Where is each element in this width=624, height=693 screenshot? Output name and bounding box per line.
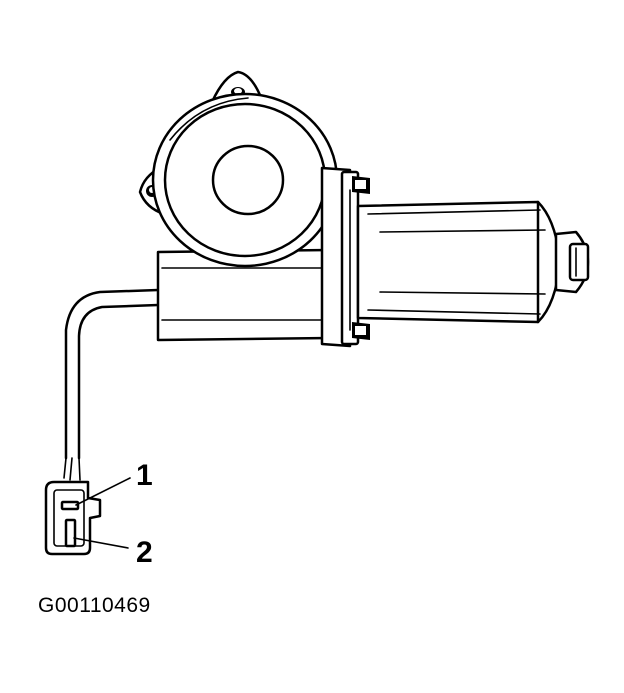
connector-terminal-2 <box>64 518 77 548</box>
connector <box>44 480 102 556</box>
mounting-flange <box>320 166 370 348</box>
motor-end-cap <box>554 230 590 294</box>
callout-2-leader <box>73 537 129 549</box>
callout-1-leader <box>75 477 131 506</box>
connector-terminal-1 <box>60 500 80 511</box>
wire-harness <box>63 288 160 481</box>
callout-number-1: 1 <box>136 459 153 492</box>
gear-housing-drum <box>151 92 339 268</box>
motor-body <box>356 200 562 324</box>
callout-number-2: 2 <box>136 536 153 569</box>
figure-id-label: G00110469 <box>38 594 151 617</box>
